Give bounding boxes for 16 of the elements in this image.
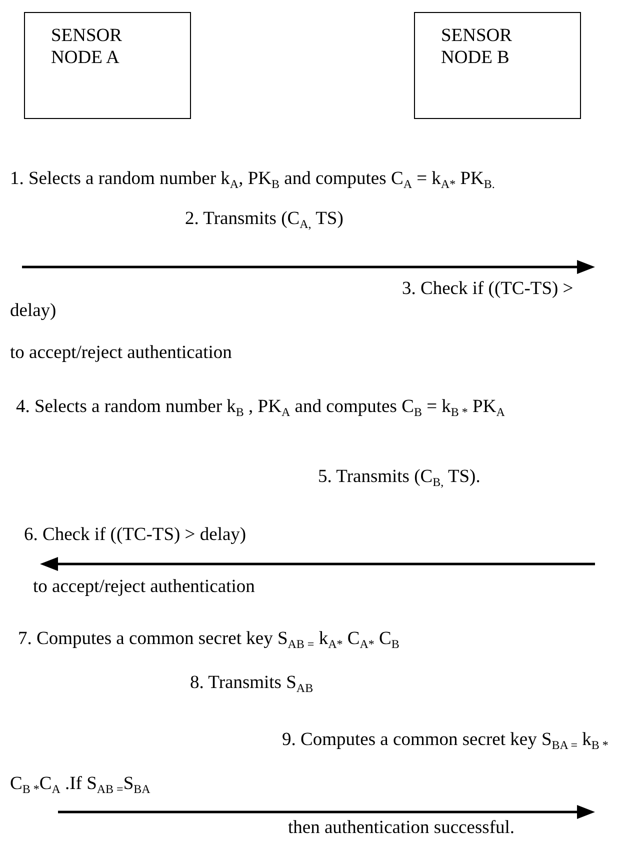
node-title: SENSOR NODE B [441, 25, 513, 69]
step-text: 1. Selects a random number k$_{A}$, PK$_{B}$ and computes C$_{A}$ = k$_{A*}$ PK$_{B.}$ [10, 168, 496, 190]
step-text: then authentication successful. [288, 817, 515, 839]
sensor-node-box [414, 12, 581, 119]
step-text: to accept/reject authentication [33, 576, 255, 598]
step-text: 2. Transmits (C$_{A,}$ TS) [185, 208, 344, 230]
step-text: 8. Transmits S$_{AB}$ [190, 672, 314, 694]
step-text: to accept/reject authentication [10, 342, 232, 364]
step-text: 4. Selects a random number k$_{B}$ , PK$_{A}$ and computes C$_{B}$ = k$_{B *}$ PK$_{A}$ [15, 396, 506, 418]
step-text: 9. Computes a common secret key S$_{BA =}$ k$_{B *}$ C$_{B *}$C$_{A}$ .If S$_{AB =}$S$_{BA}$ [10, 729, 610, 798]
step-text: 7. Computes a common secret key S$_{AB =}$ k$_{A*}$ C$_{A*}$ C$_{B}$ [18, 628, 400, 650]
step-text: 6. Check if ((TC-TS) > delay) [24, 524, 246, 546]
step-text: 3. Check if ((TC-TS) > delay) [10, 278, 574, 322]
step-text: 5. Transmits (C$_{B,}$ TS). [318, 466, 480, 488]
sensor-node-box [24, 12, 191, 119]
node-title: SENSOR NODE A [51, 25, 123, 69]
